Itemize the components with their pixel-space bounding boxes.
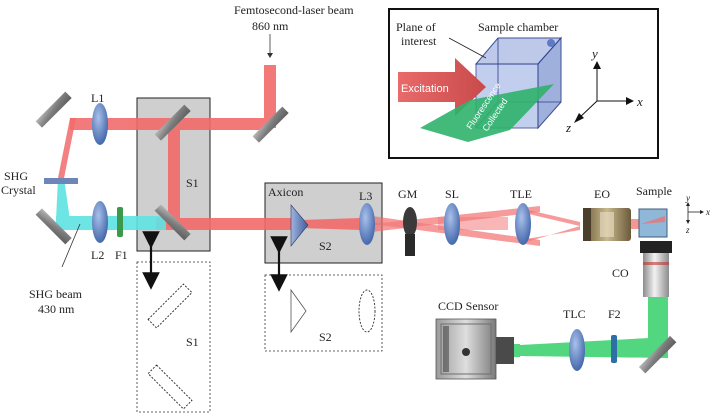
shg-crystal-label-1: SHG <box>4 169 28 183</box>
shg-beam-label-1: SHG beam <box>29 287 83 301</box>
galvo-mirror <box>403 207 417 256</box>
mirror-top-left <box>35 91 72 128</box>
shg-crystal-label-2: Crystal <box>1 183 36 197</box>
stage-s2-dashed-box <box>264 274 383 352</box>
inset-panel: Plane of interest Sample chamber Excitat… <box>388 8 659 159</box>
s2-dashed-label: S2 <box>319 330 332 344</box>
stage-s1-dashed-box <box>136 261 211 413</box>
gm-label: GM <box>398 187 418 201</box>
mirrors <box>35 91 677 374</box>
co-label: CO <box>612 266 629 280</box>
lens-tlc <box>569 329 585 371</box>
lens-l1 <box>92 103 108 145</box>
sample-label: Sample <box>636 184 672 198</box>
mirror-s1-bottom <box>154 204 191 241</box>
sl-label: SL <box>445 187 459 201</box>
inset-axis-z: z <box>565 120 571 135</box>
s2-dashed-axicon <box>290 288 307 334</box>
shg-crystal <box>44 178 78 184</box>
s1-dashed-label: S1 <box>186 335 199 349</box>
s1-stage-label: S1 <box>186 176 199 190</box>
lens-l2 <box>92 201 108 243</box>
mirror-s1-top <box>154 104 191 141</box>
lens-sl <box>444 203 460 245</box>
s2-stage-label: S2 <box>319 239 332 253</box>
f1-label: F1 <box>115 248 128 262</box>
shg-beam-label-2: 430 nm <box>38 302 75 316</box>
sample-axes: y x z <box>685 193 710 235</box>
inset-plane-label-2: interest <box>401 34 437 48</box>
excitation-arrow <box>398 58 486 116</box>
axicon <box>290 204 309 247</box>
s1-dashed-mirror-bottom <box>147 364 193 410</box>
laser-pointer-tip <box>267 53 273 58</box>
sample-axis-x: x <box>705 207 710 217</box>
inset-excitation-label: Excitation <box>401 83 449 95</box>
inset-sample-chamber-label: Sample chamber <box>478 20 558 34</box>
f2-label: F2 <box>608 307 621 321</box>
s2-dashed-lens <box>358 289 376 333</box>
mirror-bottom-right <box>638 335 677 374</box>
tlc-label: TLC <box>563 307 586 321</box>
sample-cuvette <box>638 208 668 238</box>
axicon-label: Axicon <box>268 185 303 199</box>
inset-axis-x: x <box>636 94 643 109</box>
laser-wavelength-label: 860 nm <box>252 19 289 33</box>
excitation-objective <box>583 208 631 241</box>
l3-label: L3 <box>359 189 372 203</box>
filter-f1 <box>117 207 123 237</box>
ccd-sensor-label: CCD Sensor <box>438 299 498 313</box>
tle-label: TLE <box>510 187 532 201</box>
fluorescence-sheet <box>420 84 554 142</box>
shg-beam-pointer <box>61 223 81 268</box>
filter-f2 <box>611 335 617 363</box>
inset-axes: y x z <box>565 46 643 135</box>
laser-beam-label: Femtosecond-laser beam <box>234 3 354 17</box>
ccd-sensor <box>435 318 514 380</box>
s1-dashed-mirror-top <box>147 283 193 329</box>
eo-label: EO <box>594 187 610 201</box>
laser-to-shg <box>58 118 76 178</box>
plane-pointer <box>448 37 487 59</box>
lens-l3 <box>359 203 375 245</box>
mirror-bottom-left <box>35 208 72 245</box>
inset-axis-y: y <box>590 46 598 61</box>
fluorescence-beam-path <box>514 295 668 358</box>
l2-label: L2 <box>91 248 104 262</box>
lens-tle <box>515 203 531 245</box>
sample-axis-y: y <box>685 193 690 203</box>
l1-label: L1 <box>91 91 104 105</box>
shg-beam-path <box>56 178 166 230</box>
inset-plane-label-1: Plane of <box>396 20 436 34</box>
mirror-top-right <box>252 106 289 143</box>
sample-axis-z: z <box>685 225 690 235</box>
collection-objective <box>640 241 672 297</box>
